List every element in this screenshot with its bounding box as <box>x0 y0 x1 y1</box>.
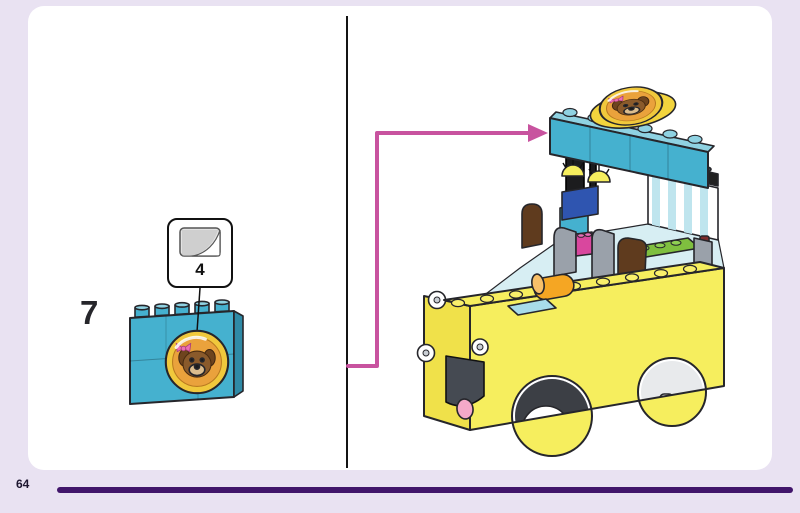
sub-assembly-illustration <box>129 287 244 405</box>
page-number: 64 <box>16 477 30 491</box>
callout-leader-line <box>196 287 201 333</box>
sticker-callout: 4 <box>167 218 233 288</box>
light-blue-tile <box>507 298 557 316</box>
roof-sign <box>549 107 715 189</box>
step-number: 7 <box>80 294 99 331</box>
orange-barrel <box>531 273 575 301</box>
windshield-left <box>553 226 577 277</box>
windshield-right <box>591 228 615 281</box>
magenta-brick <box>575 231 593 257</box>
dog-sticker <box>164 329 230 395</box>
tongue <box>456 398 474 420</box>
brown-seat-left <box>521 203 543 249</box>
placement-arrow <box>346 124 548 368</box>
eye-tiles <box>561 159 611 183</box>
column-divider <box>346 16 348 468</box>
sticker-peel-icon <box>179 227 221 257</box>
main-model-illustration <box>416 81 725 457</box>
sign-dish <box>589 81 677 131</box>
sticker-number: 4 <box>195 260 205 279</box>
arrowhead <box>528 124 548 142</box>
blue-brick <box>561 185 599 221</box>
footer-bar <box>57 487 793 493</box>
